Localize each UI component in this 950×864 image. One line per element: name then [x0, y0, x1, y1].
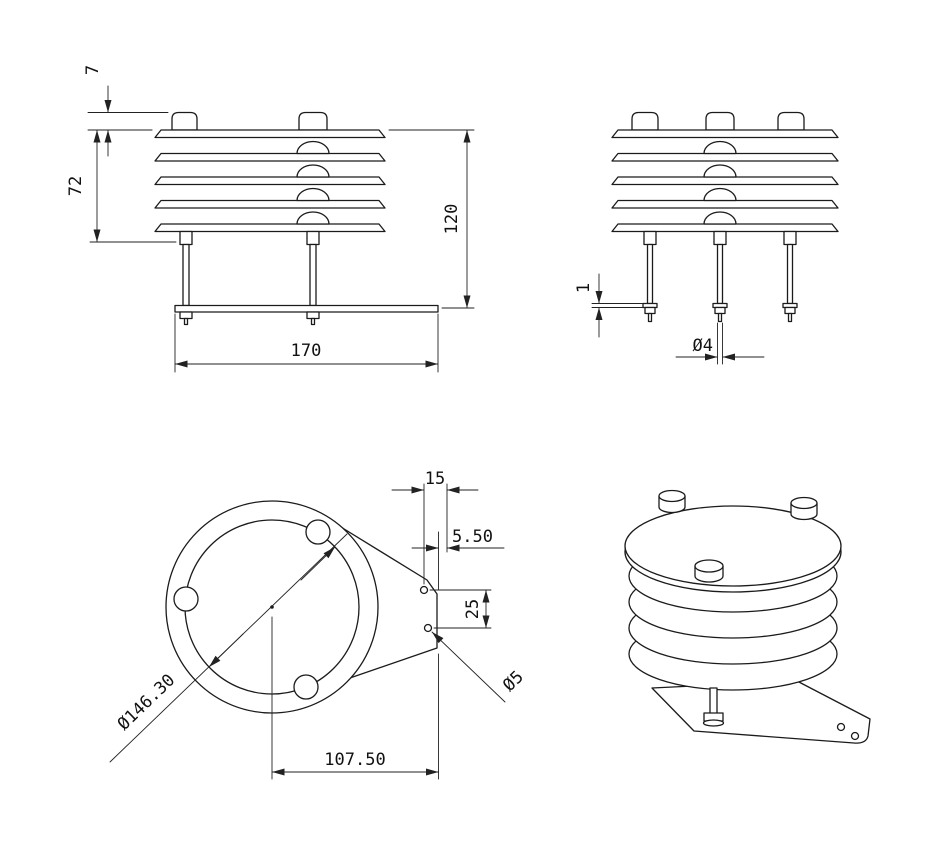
dimension-rod-diameter: Ø4	[675, 322, 765, 365]
iso-bracket-hole	[836, 722, 846, 732]
dim-label-25: 25	[463, 599, 483, 619]
dimension-base-width: 170	[174, 313, 439, 373]
top-cap-right	[777, 111, 805, 131]
rod-spacer	[643, 230, 657, 246]
louver-plate	[154, 199, 386, 209]
nut	[714, 306, 726, 315]
louver-stack-front	[154, 111, 386, 233]
rod	[716, 243, 724, 305]
louver-plate	[611, 176, 839, 186]
nut	[306, 311, 320, 320]
thread-tail	[647, 312, 653, 323]
rod-hole	[305, 519, 331, 545]
rod-hole	[293, 674, 319, 700]
dim-label-107-50: 107.50	[324, 750, 385, 770]
iso-cap-knob-top	[790, 496, 818, 510]
top-cap-right	[298, 111, 328, 131]
center-tube-dome	[296, 211, 330, 225]
top-cap-left	[631, 111, 659, 131]
dimension-washer-thickness: 1	[574, 273, 644, 338]
side-view: 1 Ø4	[574, 111, 839, 365]
top-cap-center	[705, 111, 735, 131]
louver-plate	[154, 223, 386, 233]
dimension-edge-inset: 5.50	[411, 527, 505, 591]
center-tube-dome	[703, 164, 737, 178]
front-view: 7 72 120 170	[66, 65, 475, 373]
rod	[786, 243, 794, 305]
thread-tail	[310, 317, 316, 326]
rod-spacer	[783, 230, 797, 246]
dimension-hole-diameter: Ø5	[431, 631, 528, 703]
dimension-hole-inset: 15	[391, 469, 479, 585]
louver-plate	[154, 176, 386, 186]
iso-rod-washer	[702, 719, 725, 727]
bracket-hole	[419, 585, 429, 595]
iso-bracket-hole	[850, 731, 860, 741]
base-plate-edge	[174, 304, 439, 313]
rod-hole	[173, 586, 199, 612]
iso-center-rod	[709, 687, 718, 715]
dimension-hole-pitch: 25	[429, 589, 492, 629]
louver-plate	[154, 152, 386, 162]
bracket-hole	[423, 623, 433, 633]
rod	[182, 243, 190, 307]
dim-label-1: 1	[574, 283, 594, 293]
dimension-bracket-reach: 107.50	[271, 616, 439, 780]
rod-spacer	[713, 230, 727, 246]
louver-plate	[154, 129, 386, 139]
louver-plate	[611, 223, 839, 233]
mounting-rods-front	[174, 230, 439, 326]
dim-label-dia4: Ø4	[693, 336, 713, 356]
dim-label-72: 72	[66, 176, 86, 196]
iso-cap-knob-top	[694, 559, 724, 573]
thread-tail	[183, 317, 189, 326]
center-tube-dome	[703, 211, 737, 225]
top-cap-left	[171, 111, 198, 131]
thread-tail	[717, 312, 723, 323]
louver-plate	[611, 152, 839, 162]
louver-stack-side	[611, 111, 839, 233]
dim-label-dia146-30: Ø146.30	[114, 670, 179, 734]
dim-label-dia5: Ø5	[499, 667, 528, 696]
dimension-louver-stack: 72	[66, 129, 177, 243]
rod-spacer	[179, 230, 193, 246]
center-tube-dome	[296, 140, 330, 155]
isometric-view	[624, 489, 871, 744]
mounting-rods-side	[642, 230, 798, 323]
louver-plate	[611, 199, 839, 209]
dim-label-5-50: 5.50	[452, 527, 493, 547]
dim-label-15: 15	[425, 469, 445, 489]
center-tube-dome	[703, 140, 737, 155]
dim-label-170: 170	[291, 341, 322, 361]
center-tube-dome	[296, 164, 330, 178]
nut	[784, 306, 796, 315]
center-tube-dome	[296, 187, 330, 202]
dim-label-7: 7	[83, 65, 103, 75]
iso-lid-top	[624, 505, 842, 587]
rod	[309, 243, 317, 307]
iso-bracket-plate	[651, 680, 871, 744]
rod-spacer	[306, 230, 320, 246]
rod	[646, 243, 654, 305]
center-tube-dome	[703, 187, 737, 202]
thread-tail	[787, 312, 793, 323]
center-mark	[270, 605, 274, 609]
dimension-total-height: 120	[388, 129, 475, 309]
louver-plate	[611, 129, 839, 139]
dimension-cap-height: 7	[83, 65, 169, 157]
nut	[179, 311, 193, 320]
iso-cap-knob-top	[658, 489, 686, 503]
nut	[644, 306, 656, 315]
dim-label-120: 120	[442, 204, 462, 235]
bottom-view: 15 5.50 25 Ø146.30 Ø5 107.50	[109, 469, 528, 780]
